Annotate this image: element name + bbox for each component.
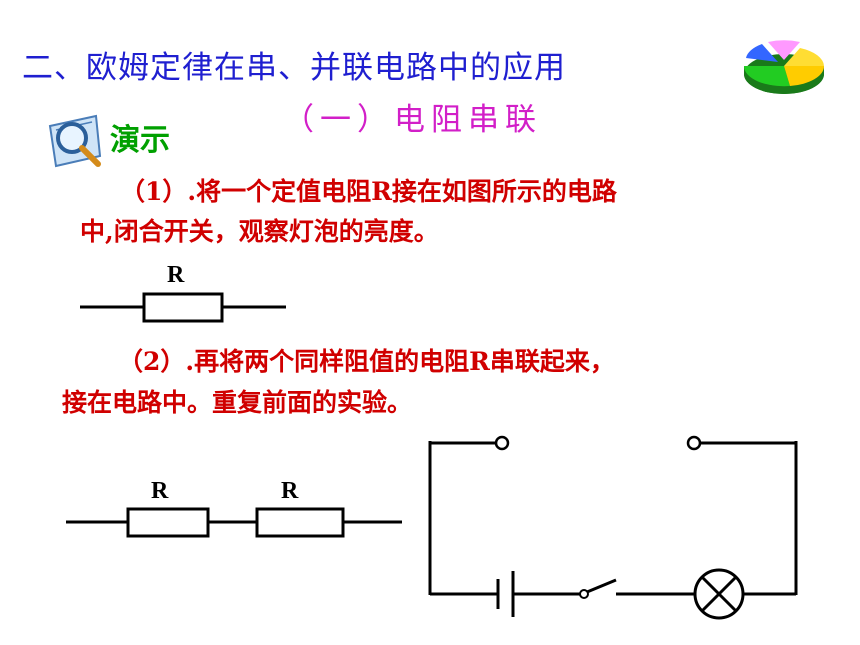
resistor-box-2 (255, 507, 345, 538)
step1-line2: 中,闭合开关，观察灯泡的亮度。 (80, 217, 439, 246)
series-resistor-label-1: R (151, 478, 169, 504)
step1-line1: （1）.将一个定值电阻R接在如图所示的电路 (120, 177, 617, 206)
demo-label: 演示 (110, 123, 170, 158)
single-resistor-label: R (167, 262, 185, 288)
terminal-left (494, 435, 510, 451)
step2-line2: 接在电路中。重复前面的实验。 (62, 388, 413, 417)
slide-title: 二、欧姆定律在串、并联电路中的应用 (22, 50, 566, 86)
slide-subtitle: （一）电阻串联 (283, 102, 542, 138)
switch-pivot (579, 589, 589, 599)
series-resistor-label-2: R (281, 478, 299, 504)
switch-blade (586, 578, 617, 594)
step2-line1: （2）.再将两个同样阻值的电阻R串联起来， (118, 347, 615, 376)
terminal-right (686, 435, 702, 451)
